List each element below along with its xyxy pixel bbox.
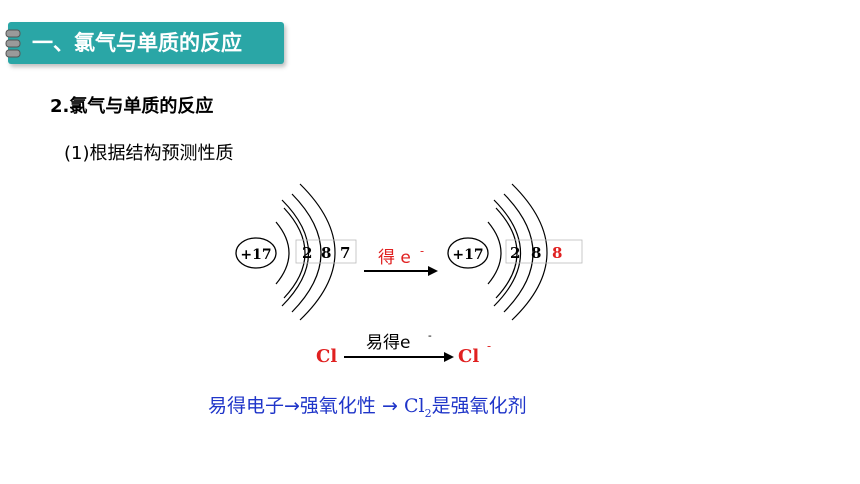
section-title-banner: 一、氯气与单质的反应	[8, 22, 284, 64]
gain-electron-arrow: 得 e -	[364, 244, 438, 276]
ion-equation: Cl 易得e - Cl -	[316, 329, 491, 367]
arrow-label-sup: -	[420, 244, 424, 258]
shell-left-2: 8	[321, 244, 331, 262]
atom-left: +17 2 8 7	[235, 183, 357, 321]
shell-left-1: 2	[302, 244, 312, 262]
sub-heading: (1)根据结构预测性质	[64, 143, 234, 164]
shell-right-2: 8	[531, 244, 541, 262]
shell-left-3: 7	[340, 244, 350, 262]
chloride-ion-charge: -	[487, 339, 491, 353]
conclusion-line: 易得电子→强氧化性 → Cl2是强氧化剂	[208, 391, 527, 420]
conclusion-formula: Cl	[403, 395, 425, 417]
binder-clip-icon	[5, 29, 21, 58]
ion-arrow-label: 易得e	[366, 333, 410, 353]
conclusion-part1: 易得电子→强氧化性 →	[208, 395, 398, 417]
chlorine-atom-symbol: Cl	[316, 346, 337, 367]
section-heading: 2.氯气与单质的反应	[50, 96, 214, 117]
conclusion-formula-sub: 2	[424, 406, 432, 420]
shell-right-1: 2	[510, 244, 520, 262]
atom-right: +17 2 8 8	[447, 183, 583, 321]
ion-arrow-label-sup: -	[428, 329, 432, 342]
nucleus-right: +17	[452, 247, 483, 263]
chloride-ion-symbol: Cl	[458, 346, 479, 367]
nucleus-left: +17	[240, 247, 271, 263]
arrow-label: 得 e	[378, 248, 411, 268]
section-title: 一、氯气与单质的反应	[32, 31, 242, 55]
conclusion-part2: 是强氧化剂	[431, 395, 527, 417]
shell-right-3: 8	[552, 244, 562, 262]
